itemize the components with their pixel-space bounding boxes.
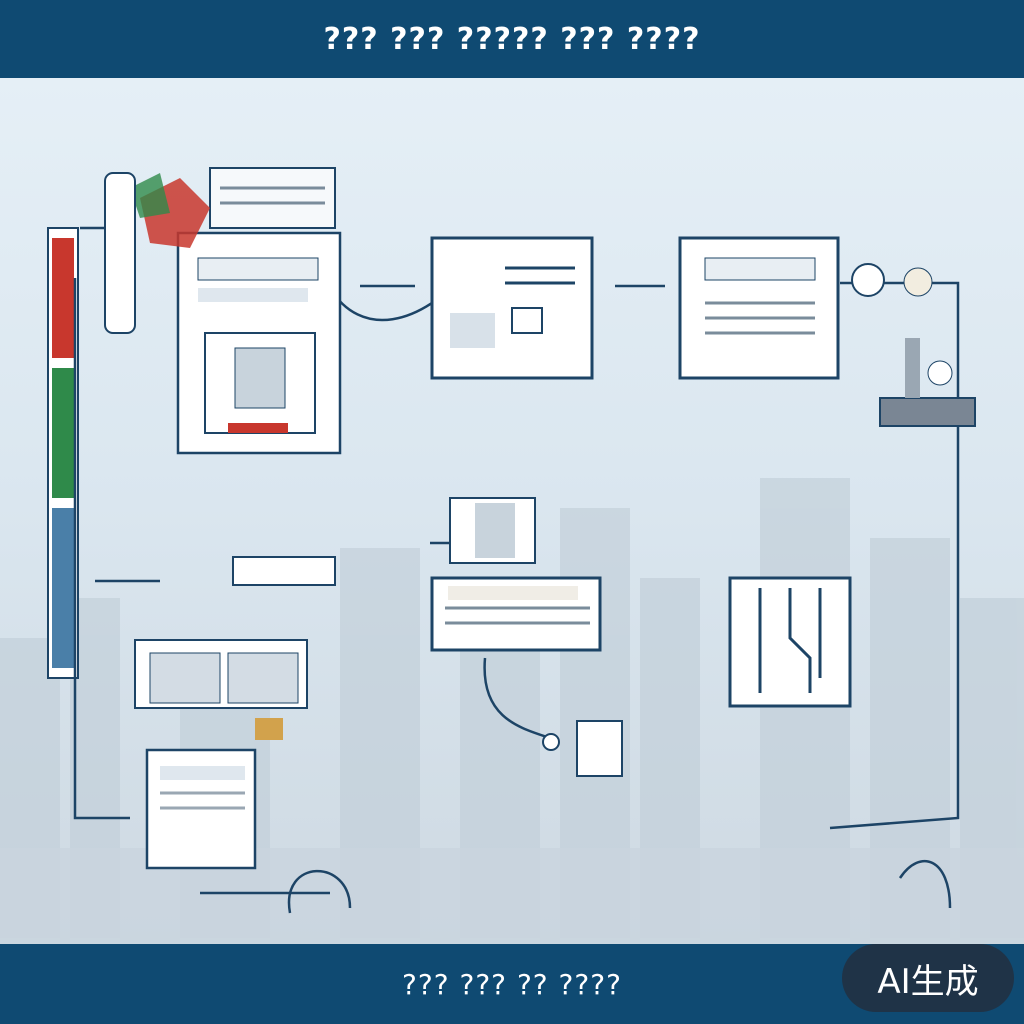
badge-label: AI生成 — [877, 961, 979, 1002]
memo-sheet-icon — [209, 167, 336, 229]
device-pair-icon — [134, 639, 308, 740]
header-banner: ??? ??? ????? ??? ???? — [0, 0, 1024, 78]
document-icon — [176, 231, 342, 455]
report-icon — [430, 236, 594, 380]
caption-box1 — [190, 256, 194, 276]
side-accent-bar — [47, 227, 79, 679]
diagram-svg — [0, 167, 1024, 944]
ai-generated-badge: AI生成 — [842, 944, 1014, 1012]
printer-icon — [430, 576, 602, 652]
circuit-board-icon — [449, 497, 536, 564]
gear-icon — [104, 172, 210, 334]
screen-icon — [145, 748, 257, 870]
monitor-icon — [678, 236, 840, 380]
machine-icon — [851, 263, 976, 427]
pipe-icon — [287, 859, 952, 914]
label-box-left — [232, 556, 337, 586]
page-title: ??? ??? ????? ??? ???? — [323, 21, 701, 57]
file-folder-icon — [542, 720, 623, 777]
server-panel-icon — [728, 576, 852, 708]
diagram-canvas — [0, 78, 1024, 944]
footer-caption: ??? ??? ?? ???? — [401, 967, 623, 1001]
